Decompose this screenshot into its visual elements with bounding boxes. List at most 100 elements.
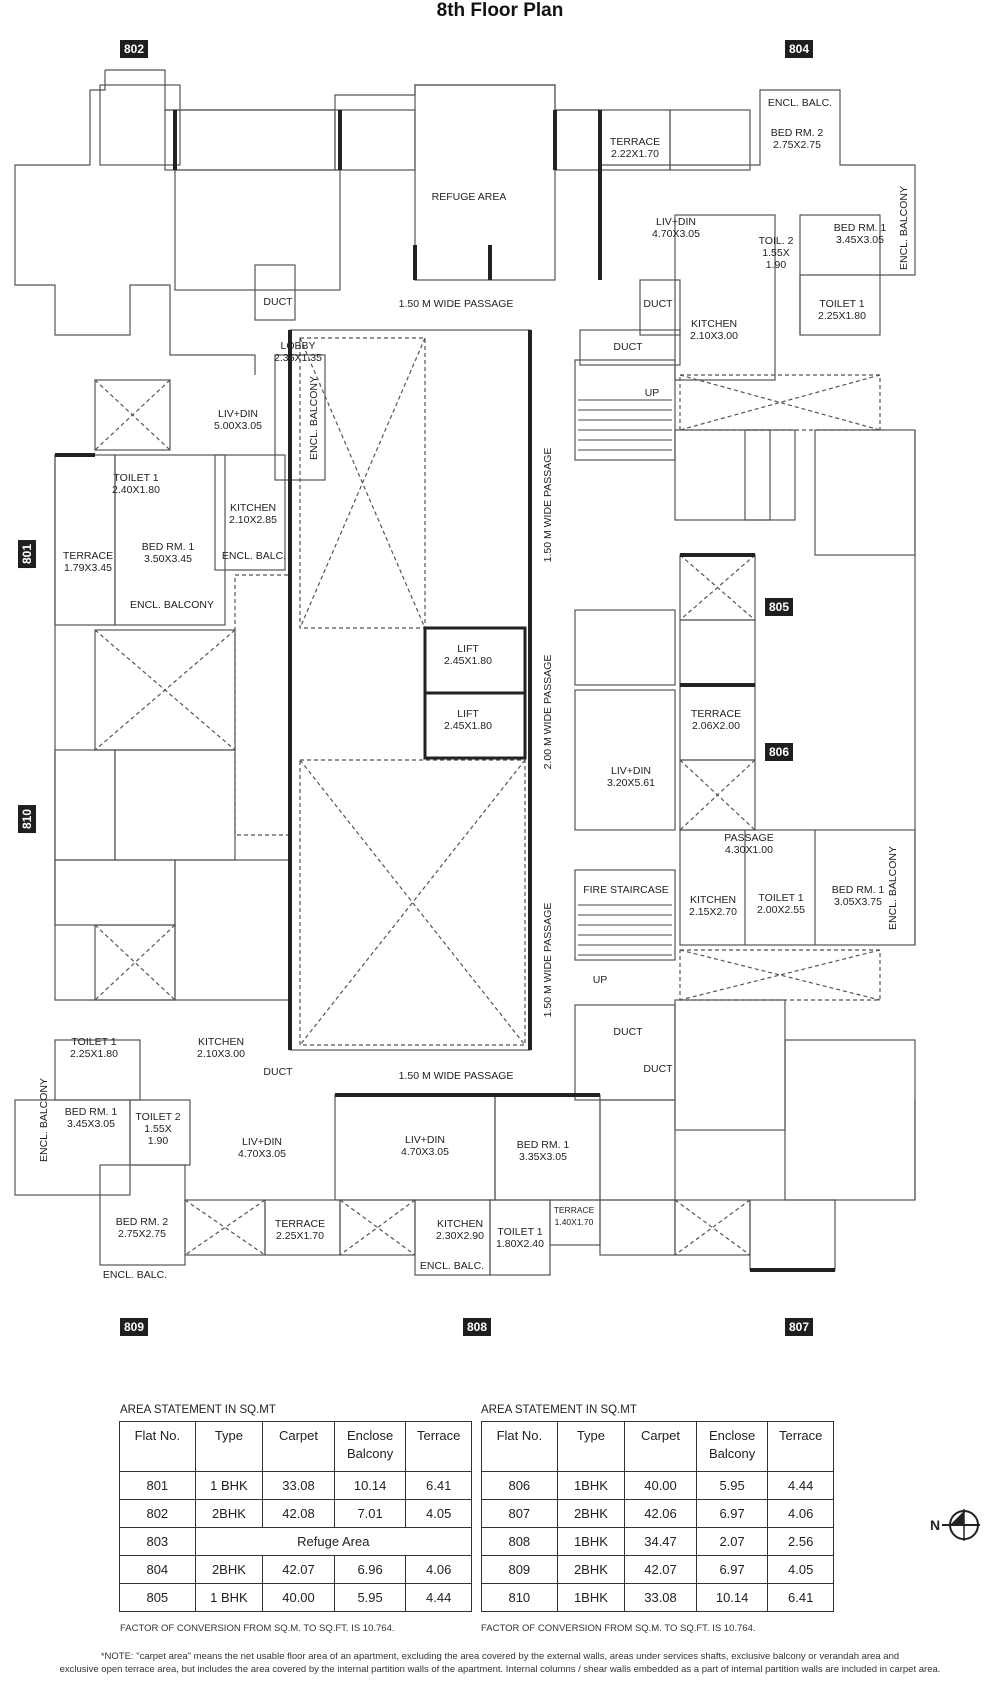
label-up-top: UP [644,387,660,399]
cell: 4.05 [405,1499,472,1528]
cell: 6.97 [695,1499,769,1528]
cell: 808 [481,1527,558,1556]
room-duct-br1: DUCT [613,1026,643,1038]
col-carpet: Carpet [624,1421,697,1472]
cell: 803 [119,1527,196,1556]
area-table-2: Flat No. Type Carpet Enclose Balcony Ter… [481,1421,834,1612]
label-passage-right-bottom: 1.50 M WIDE PASSAGE [542,902,554,1018]
room-duct-tr1: DUCT [643,298,673,310]
cell: 805 [119,1583,196,1612]
table-row: 801 1 BHK 33.08 10.14 6.41 [119,1471,472,1500]
cell: 6.41 [405,1471,472,1500]
room-809-encl-balc: ENCL. BALC. [102,1269,168,1281]
cell: 5.95 [695,1471,769,1500]
label-up-bottom: UP [592,974,608,986]
cell: 10.14 [333,1471,407,1500]
room-809-encl-balcony: ENCL. BALCONY [38,1077,50,1163]
cell: 4.44 [767,1471,834,1500]
flat-tag-809: 809 [120,1318,149,1336]
compass-symbol-icon [942,1509,980,1541]
cell: 42.07 [262,1555,335,1584]
cell: 2.56 [767,1527,834,1556]
col-carpet: Carpet [262,1421,335,1472]
area-table-1-factor: FACTOR OF CONVERSION FROM SQ.M. TO SQ.FT… [120,1623,395,1634]
col-terrace: Terrace [767,1421,834,1472]
cell: 4.05 [767,1555,834,1584]
cell: 4.06 [405,1555,472,1584]
table-header-row: Flat No. Type Carpet Enclose Balcony Ter… [119,1421,472,1472]
col-terrace: Terrace [405,1421,472,1472]
cell: 804 [119,1555,196,1584]
flat-tag-805: 805 [765,598,794,616]
label-passage-bottom: 1.50 M WIDE PASSAGE [398,1070,514,1082]
cell: 7.01 [333,1499,407,1528]
cell-refuge-area: Refuge Area [194,1527,473,1556]
cell: 34.47 [624,1527,697,1556]
cell: 809 [481,1555,558,1584]
cell: 2.07 [695,1527,769,1556]
table-row: 802 2BHK 42.08 7.01 4.05 [119,1499,472,1528]
area-table-2-factor: FACTOR OF CONVERSION FROM SQ.M. TO SQ.FT… [481,1623,756,1634]
room-refuge-area: REFUGE AREA [431,191,507,203]
cell: 1 BHK [194,1583,264,1612]
cell: 1BHK [556,1583,626,1612]
table-header-row: Flat No. Type Carpet Enclose Balcony Ter… [481,1421,834,1472]
label-passage-right-mid: 2.00 M WIDE PASSAGE [542,654,554,770]
cell: 806 [481,1471,558,1500]
cell: 2BHK [194,1499,264,1528]
table-row: 809 2BHK 42.07 6.97 4.05 [481,1555,834,1584]
cell: 802 [119,1499,196,1528]
cell: 4.06 [767,1499,834,1528]
table-row: 807 2BHK 42.06 6.97 4.06 [481,1499,834,1528]
cell: 810 [481,1583,558,1612]
cell: 42.08 [262,1499,335,1528]
room-duct-br2: DUCT [643,1063,673,1075]
room-804-encl-balc: ENCL. BALC. [767,97,833,109]
cell: 40.00 [262,1583,335,1612]
room-duct-tr2: DUCT [613,341,643,353]
room-801-encl-balc: ENCL. BALC. [221,550,287,562]
cell: 6.41 [767,1583,834,1612]
cell: 2BHK [556,1555,626,1584]
flat-tag-808: 808 [463,1318,492,1336]
cell: 6.96 [333,1555,407,1584]
cell: 801 [119,1471,196,1500]
cell: 33.08 [262,1471,335,1500]
cell: 2BHK [194,1555,264,1584]
plan-title: 8th Floor Plan [436,0,564,21]
note-line-1: *NOTE: "carpet area" means the net usabl… [100,1651,900,1662]
cell: 42.06 [624,1499,697,1528]
col-type: Type [194,1421,264,1472]
cell: 6.97 [695,1555,769,1584]
table-row: 803 Refuge Area [119,1527,473,1556]
cell: 4.44 [405,1583,472,1612]
col-enclose-balcony: Enclose Balcony [695,1421,769,1472]
cell: 42.07 [624,1555,697,1584]
room-fire-staircase: FIRE STAIRCASE [583,884,669,896]
cell: 2BHK [556,1499,626,1528]
cell: 40.00 [624,1471,697,1500]
col-flat-no: Flat No. [119,1421,196,1472]
